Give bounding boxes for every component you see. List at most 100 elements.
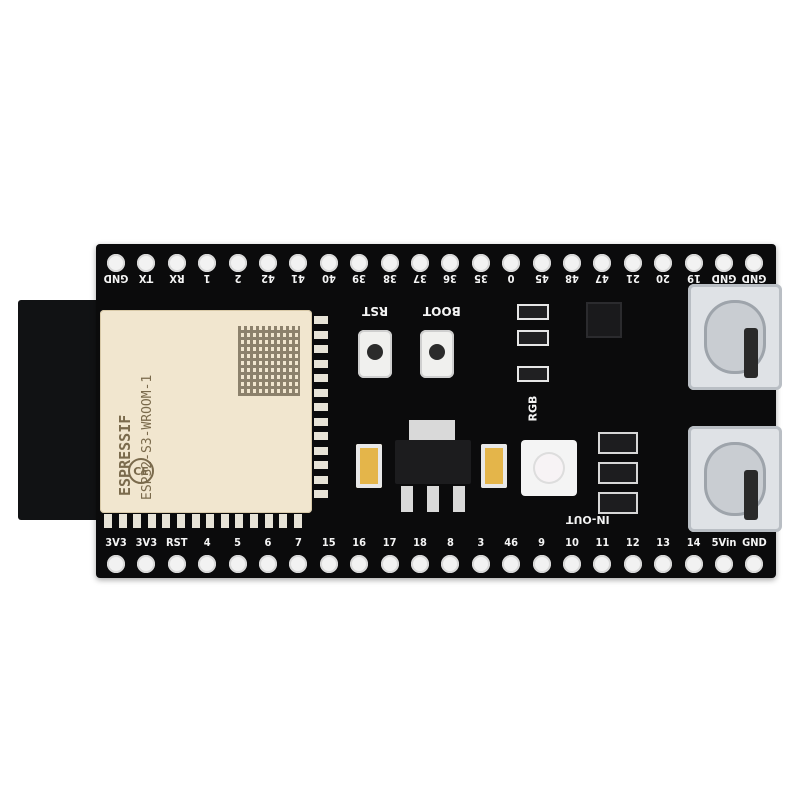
pin-label: GND — [742, 536, 767, 549]
castellation-pad — [314, 330, 328, 339]
pin-label: 38 — [382, 272, 397, 285]
pin-label: 7 — [294, 536, 302, 549]
pin-label: 21 — [625, 272, 640, 285]
regulator-leg — [427, 486, 439, 512]
usb-c-port-bottom[interactable] — [688, 426, 782, 532]
castellation-pad — [162, 514, 171, 528]
pin-label: TX — [139, 272, 154, 285]
usb-c-receptacle — [704, 300, 766, 378]
capacitor-left — [356, 444, 382, 488]
pin-label: 42 — [261, 272, 275, 285]
pin-label: 40 — [321, 272, 336, 285]
castellation-pad — [314, 388, 328, 397]
boot-button[interactable] — [420, 330, 454, 378]
pin-label: 39 — [352, 272, 367, 285]
header-pin — [289, 555, 308, 573]
header-pin — [532, 555, 551, 573]
header-pin — [319, 555, 338, 573]
header-pin — [198, 555, 217, 573]
header-pin — [502, 555, 521, 573]
pin-label: 46 — [504, 536, 519, 549]
header-pin — [593, 254, 612, 272]
antenna-area — [18, 300, 102, 520]
regulator-leg — [453, 486, 465, 512]
header-pin — [137, 555, 156, 573]
header-pin — [137, 254, 156, 272]
header-pin — [167, 254, 186, 272]
header-pin — [502, 254, 521, 272]
pin-label: 36 — [443, 272, 458, 285]
pin-label: 4 — [203, 536, 211, 549]
castellation-pad — [314, 475, 328, 484]
header-pin — [350, 555, 369, 573]
header-pin — [532, 254, 551, 272]
pin-label: 47 — [595, 272, 610, 285]
pin-label: 3V3 — [105, 536, 127, 549]
castellation-pad — [220, 514, 229, 528]
pin-label: 17 — [382, 536, 397, 549]
usb-c-receptacle — [704, 442, 766, 520]
pin-label: 5Vin — [711, 536, 737, 549]
header-pin — [167, 555, 186, 573]
header-pin — [745, 254, 764, 272]
castellation-pad — [279, 514, 288, 528]
usb-uart-chip — [588, 304, 620, 336]
bottom-pin-header — [101, 553, 771, 575]
header-pin — [107, 254, 125, 272]
pin-label: 3 — [477, 536, 485, 549]
smd-resistor — [517, 330, 549, 346]
pin-label: 0 — [507, 272, 515, 285]
header-pin — [198, 254, 217, 272]
pin-label: 10 — [565, 536, 579, 549]
in-out-label: IN-OUT — [566, 513, 610, 526]
pin-label: 13 — [656, 536, 671, 549]
castellation-pad — [314, 417, 328, 426]
castellation-pad — [104, 514, 112, 528]
pin-label: RX — [169, 272, 185, 285]
header-pin — [380, 555, 399, 573]
header-pin — [654, 555, 673, 573]
diode — [598, 492, 638, 514]
header-pin — [684, 254, 703, 272]
pin-label: GND — [711, 272, 737, 285]
regulator-leg — [401, 486, 413, 512]
smd-resistor — [517, 366, 549, 382]
pin-label: GND — [103, 272, 129, 285]
pin-label: 18 — [413, 536, 427, 549]
castellation-pad — [147, 514, 156, 528]
pin-label: 20 — [656, 272, 671, 285]
rst-button[interactable] — [358, 330, 392, 378]
header-pin — [228, 254, 247, 272]
header-pin — [289, 254, 308, 272]
castellation-pad — [314, 461, 328, 469]
castellation-pad — [314, 374, 328, 382]
diode — [598, 462, 638, 484]
castellation-pad — [314, 432, 328, 440]
usb-c-port-top[interactable] — [688, 284, 782, 390]
module-model: ESP32-S3-WROOM-1 — [140, 374, 155, 500]
top-pin-header — [101, 252, 771, 274]
pin-label: 35 — [473, 272, 488, 285]
header-pin — [593, 555, 612, 573]
button-cap — [367, 344, 383, 360]
castellation-pad — [177, 514, 185, 528]
smd-led — [517, 304, 549, 320]
usb-c-tongue — [744, 470, 758, 520]
pin-label: 2 — [234, 272, 242, 285]
header-pin — [441, 555, 460, 573]
castellation-pad — [314, 490, 328, 498]
rst-label: RST — [362, 304, 389, 318]
pin-label: 1 — [203, 272, 211, 285]
header-pin — [471, 555, 490, 573]
header-pin — [745, 555, 764, 573]
pin-label: 14 — [686, 536, 701, 549]
castellation-pad — [206, 514, 215, 528]
header-pin — [654, 254, 673, 272]
header-pin — [623, 254, 642, 272]
pin-label: 15 — [321, 536, 336, 549]
pin-label: 19 — [686, 272, 701, 285]
pin-label: 12 — [625, 536, 640, 549]
header-pin — [471, 254, 490, 272]
usb-c-tongue — [744, 328, 758, 378]
voltage-regulator — [395, 440, 471, 484]
